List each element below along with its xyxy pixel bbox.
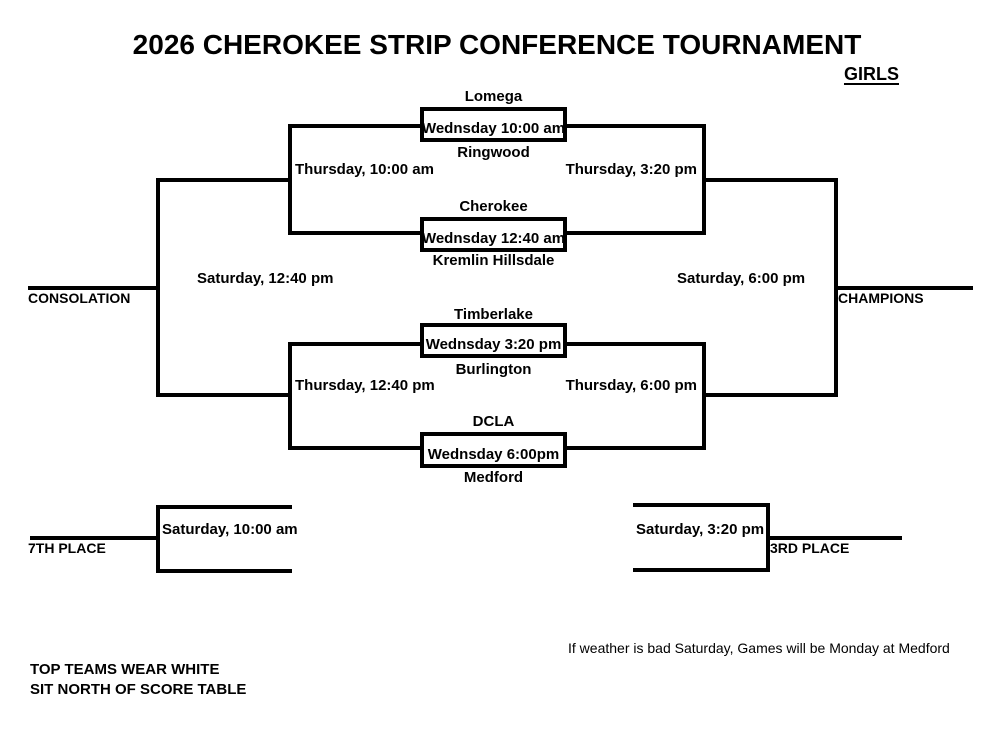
team-label-lomega: Lomega [464,88,523,105]
page-title: 2026 CHEROKEE STRIP CONFERENCE TOURNAMEN… [132,29,862,60]
weather-note: If weather is bad Saturday, Games will b… [568,640,950,656]
bracket-line-game2-left [288,231,424,235]
team-label-burlington: Burlington [455,361,532,378]
third-place-label: 3RD PLACE [770,540,850,556]
third-place-time: Saturday, 3:20 pm [636,521,765,538]
team-label-kremlin-hillsdale: Kremlin Hillsdale [432,252,555,269]
bracket-line-game3-right [563,342,706,346]
bracket-line-seventh-stub [30,536,160,540]
semifinal-left-top-time: Thursday, 10:00 am [295,161,434,178]
bracket-line-third-bottom [633,568,770,572]
consolation-final-time: Saturday, 12:40 pm [197,270,334,287]
game4-time: Wednsday 6:00pm [427,446,560,463]
team-label-dcla: DCLA [472,413,515,430]
game4-box: Wednsday 6:00pm [420,432,567,468]
consolation-label: CONSOLATION [28,290,131,306]
seventh-place-label: 7TH PLACE [28,540,106,556]
note-top-teams: TOP TEAMS WEAR WHITE [30,661,220,678]
game2-time: Wednsday 12:40 am [421,230,566,247]
bracket-line-game1-right [563,124,706,128]
bracket-line-semi-right-top [702,178,838,182]
bracket-line-semi-left-top [156,178,292,182]
game1-box: Wednsday 10:00 am [420,107,567,142]
bracket-line-consolation-stub [28,286,160,290]
game2-box: Wednsday 12:40 am [420,217,567,252]
note-sit-north: SIT NORTH OF SCORE TABLE [30,681,247,698]
bracket-line-game3-left [288,342,424,346]
game1-time: Wednsday 10:00 am [421,120,566,137]
semifinal-right-top-time: Thursday, 3:20 pm [565,161,697,178]
team-label-medford: Medford [463,469,524,486]
seventh-place-time: Saturday, 10:00 am [162,521,298,538]
bracket-line-semi-left-bottom [156,393,292,397]
bracket-line-third-stub [766,536,902,540]
bracket-line-third-top [633,503,770,507]
semifinal-right-bottom-time: Thursday, 6:00 pm [565,377,697,394]
game3-box: Wednsday 3:20 pm [420,323,567,358]
bracket-line-seventh-bottom [156,569,292,573]
team-label-timberlake: Timberlake [454,306,533,323]
bracket-line-seventh-top [156,505,292,509]
semifinal-left-bottom-time: Thursday, 12:40 pm [295,377,435,394]
champions-label: CHAMPIONS [838,290,924,306]
bracket-line-game1-left [288,124,424,128]
bracket-line-semi-right-bottom [702,393,838,397]
team-label-ringwood: Ringwood [457,144,530,161]
championship-final-time: Saturday, 6:00 pm [677,270,806,287]
game3-time: Wednsday 3:20 pm [425,336,562,353]
bracket-line-champions-stub [834,286,973,290]
team-label-cherokee: Cherokee [459,198,528,215]
division-label: GIRLS [843,64,899,84]
bracket-line-game2-right [563,231,706,235]
bracket-line-game4-right [563,446,706,450]
bracket-line-game4-left [288,446,424,450]
